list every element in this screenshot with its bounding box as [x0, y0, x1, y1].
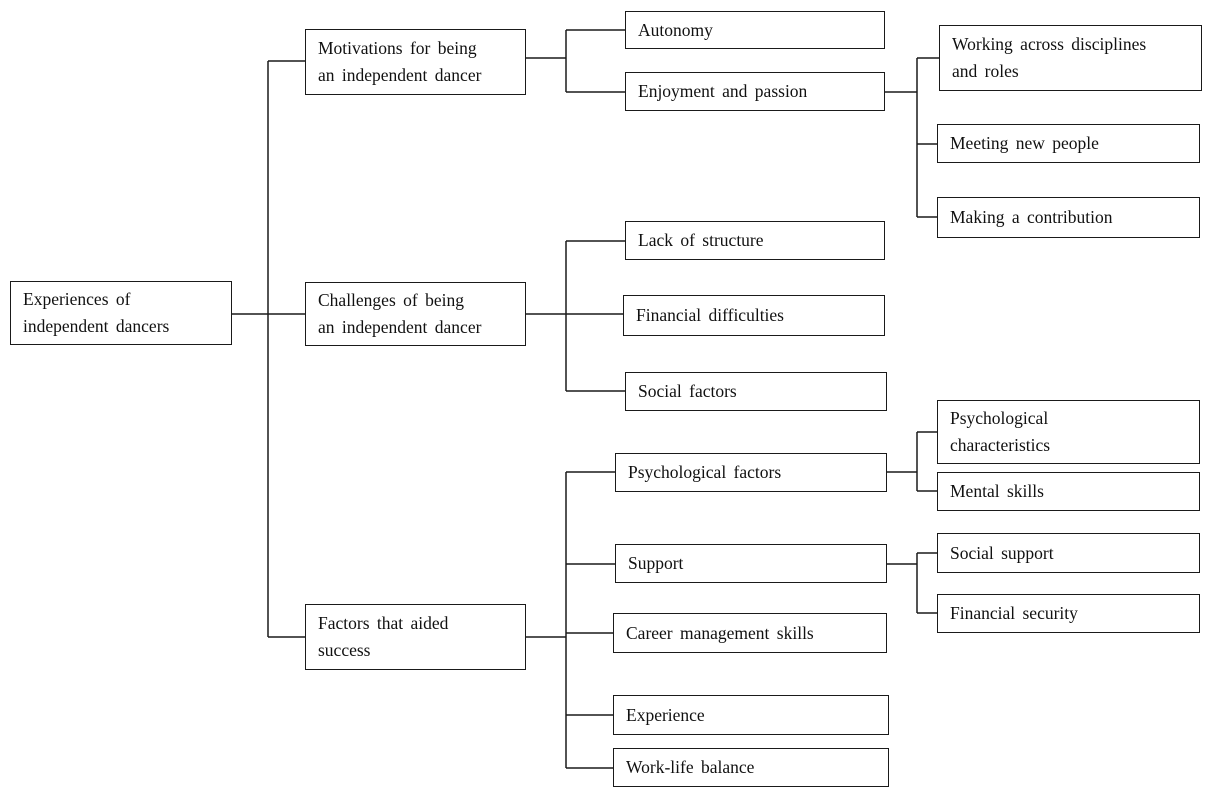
- node-career-management-skills: Career management skills: [613, 613, 887, 653]
- node-working-across-label: Working across disciplines and roles: [952, 34, 1147, 81]
- node-lack-structure-label: Lack of structure: [638, 230, 764, 250]
- node-psychological-factors-label: Psychological factors: [628, 462, 782, 482]
- node-experience-label: Experience: [626, 704, 705, 725]
- node-working-across-disciplines: Working across disciplines and roles: [939, 25, 1202, 91]
- node-financial-security-label: Financial security: [950, 603, 1078, 623]
- node-social-factors-label: Social factors: [638, 381, 737, 401]
- node-work-life-balance-label: Work-life balance: [626, 757, 755, 777]
- node-experience: Experience: [613, 695, 889, 735]
- theme-motivations-label: Motivations for being an independent dan…: [318, 38, 482, 85]
- node-enjoyment-label: Enjoyment and passion: [638, 81, 808, 101]
- theme-challenges: Challenges of being an independent dance…: [305, 282, 526, 346]
- node-mental-skills-label: Mental skills: [950, 481, 1044, 501]
- root-node: Experiences of independent dancers: [10, 281, 232, 345]
- node-contribution-label: Making a contribution: [950, 207, 1113, 227]
- theme-challenges-label: Challenges of being an independent dance…: [318, 290, 482, 337]
- node-work-life-balance: Work-life balance: [613, 748, 889, 787]
- node-social-support-label: Social support: [950, 542, 1054, 563]
- node-autonomy-label: Autonomy: [638, 19, 713, 40]
- node-career-management-label: Career management skills: [626, 622, 814, 643]
- node-social-factors: Social factors: [625, 372, 887, 411]
- node-mental-skills: Mental skills: [937, 472, 1200, 511]
- theme-motivations: Motivations for being an independent dan…: [305, 29, 526, 95]
- node-financial-difficulties-label: Financial difficulties: [636, 305, 784, 325]
- node-meeting-people-label: Meeting new people: [950, 133, 1099, 153]
- node-psychological-factors: Psychological factors: [615, 453, 887, 492]
- node-support-label: Support: [628, 553, 684, 573]
- node-financial-security: Financial security: [937, 594, 1200, 633]
- node-lack-of-structure: Lack of structure: [625, 221, 885, 260]
- root-label: Experiences of independent dancers: [23, 289, 170, 336]
- node-psych-characteristics-label: Psychological characteristics: [950, 408, 1051, 455]
- theme-success-label: Factors that aided success: [318, 613, 449, 660]
- node-psychological-characteristics: Psychological characteristics: [937, 400, 1200, 464]
- node-social-support: Social support: [937, 533, 1200, 573]
- node-meeting-new-people: Meeting new people: [937, 124, 1200, 163]
- node-enjoyment-passion: Enjoyment and passion: [625, 72, 885, 111]
- node-support: Support: [615, 544, 887, 583]
- node-making-contribution: Making a contribution: [937, 197, 1200, 238]
- theme-success-factors: Factors that aided success: [305, 604, 526, 670]
- node-financial-difficulties: Financial difficulties: [623, 295, 885, 336]
- node-autonomy: Autonomy: [625, 11, 885, 49]
